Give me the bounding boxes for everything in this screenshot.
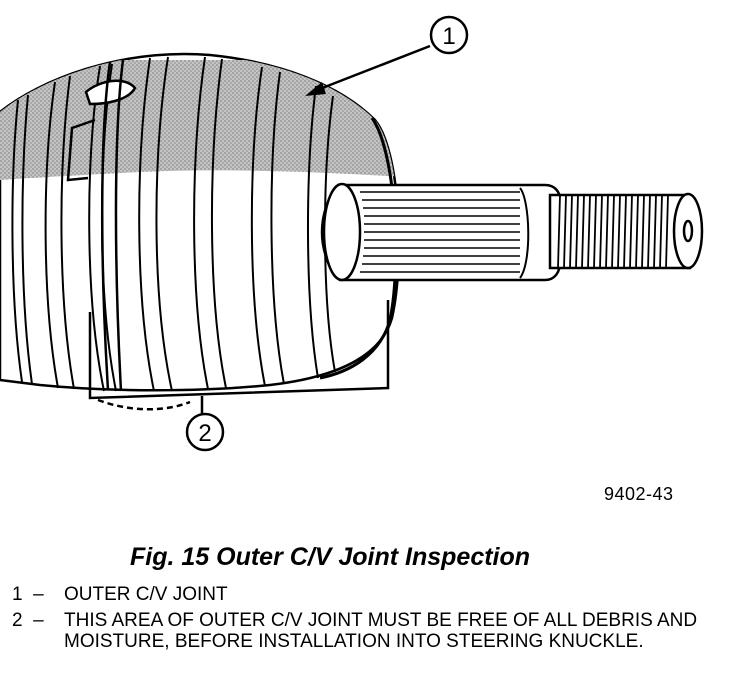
boot-ridge <box>138 57 155 392</box>
shaft-center-hole <box>682 219 694 243</box>
boot-ridge <box>155 56 173 392</box>
figure-legend: 1 – OUTER C/V JOINT 2 – THIS AREA OF OUT… <box>12 584 728 657</box>
callout-2-number: 2 <box>198 420 211 447</box>
callout-1-leader <box>311 44 431 94</box>
callout-1: 1 <box>305 15 469 96</box>
boot-ridge <box>307 85 319 379</box>
legend-item: 2 – THIS AREA OF OUTER C/V JOINT MUST BE… <box>12 610 728 652</box>
splined-stub-shaft <box>320 182 704 282</box>
figure-reference-code: 9402-43 <box>604 484 674 504</box>
legend-item-number: 2 – <box>12 610 44 631</box>
callout-1-number: 1 <box>442 23 455 50</box>
legend-item-text: THIS AREA OF OUTER C/V JOINT MUST BE FRE… <box>64 610 698 652</box>
cv-joint-illustration: 1 2 <box>0 15 704 452</box>
inspection-area-outline <box>88 300 390 411</box>
legend-item: 1 – OUTER C/V JOINT <box>12 584 728 605</box>
shaft-end-face-left <box>322 182 362 282</box>
boot-ridge <box>11 99 23 383</box>
cv-joint-housing <box>0 52 401 392</box>
callout-1-circle <box>429 15 469 55</box>
figure-title: Fig. 15 Outer C/V Joint Inspection <box>130 543 531 571</box>
boot-ridge <box>21 94 33 385</box>
callout-2-circle <box>185 412 225 452</box>
callout-1-arrowhead <box>305 82 326 96</box>
boot-ridge <box>193 56 209 390</box>
boot-ridge <box>44 81 59 389</box>
boot-ridge <box>250 66 266 387</box>
callout-2: 2 <box>185 396 225 452</box>
housing-face <box>319 117 398 380</box>
legend-item-text: OUTER C/V JOINT <box>64 584 228 605</box>
boot-ridge <box>60 75 75 390</box>
boot-ridge <box>88 65 105 392</box>
legend-item-number: 1 – <box>12 584 44 605</box>
boot-clamp <box>66 59 137 392</box>
boot-ridge <box>210 58 227 389</box>
boot-ridge <box>270 71 285 385</box>
